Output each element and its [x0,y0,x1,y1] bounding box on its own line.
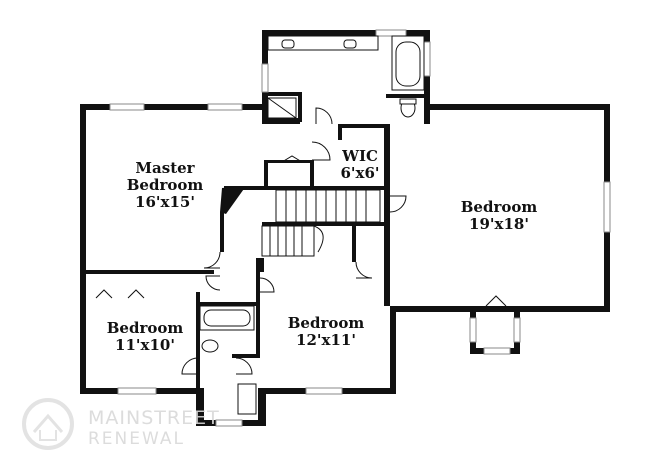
fixtures [199,35,425,415]
doors [95,107,507,375]
windows [109,29,611,427]
room-labels: Master Bedroom 16'x15' WIC 6'x6' Bedroom… [107,147,538,354]
master-bedroom-name-line2: Bedroom [127,176,204,194]
stairs-upper [275,189,381,223]
master-bedroom-name-line1: Master [135,159,195,177]
wic-name: WIC [341,147,378,165]
bedroom-mid-name: Bedroom [288,314,365,332]
bedroom-right-size: 19'x18' [469,215,529,233]
bedroom-left-name: Bedroom [107,319,184,337]
house-logo-icon [22,398,74,450]
bedroom-mid-size: 12'x11' [296,331,356,349]
stairs-lower [261,225,324,257]
bedroom-left-size: 11'x10' [115,336,175,354]
mainstreet-renewal-watermark: MAINSTREET RENEWAL [22,398,220,450]
bedroom-right-name: Bedroom [461,198,538,216]
interior-walls [86,92,426,390]
master-bedroom-size: 16'x15' [135,193,195,211]
wic-size: 6'x6' [340,164,379,182]
watermark-line1: MAINSTREET [88,407,220,429]
watermark-line2: RENEWAL [88,429,185,449]
exterior-walls [80,30,610,426]
